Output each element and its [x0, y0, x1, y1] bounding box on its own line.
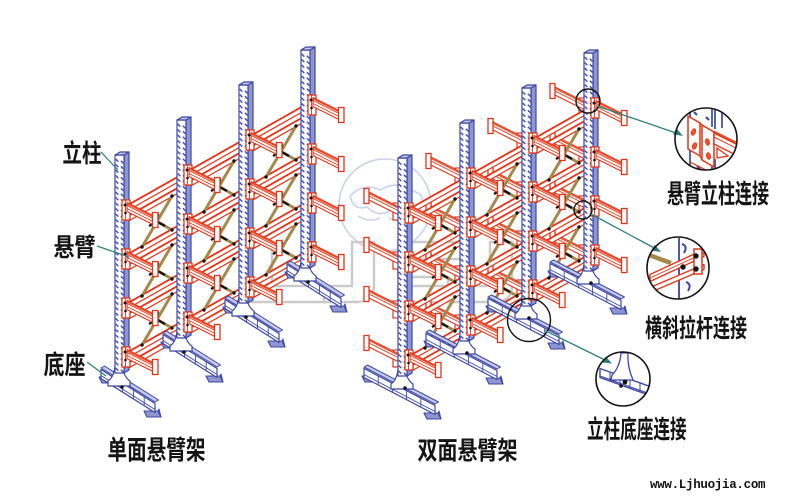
- svg-text:www.Ljhuojia.com: www.Ljhuojia.com: [650, 478, 766, 492]
